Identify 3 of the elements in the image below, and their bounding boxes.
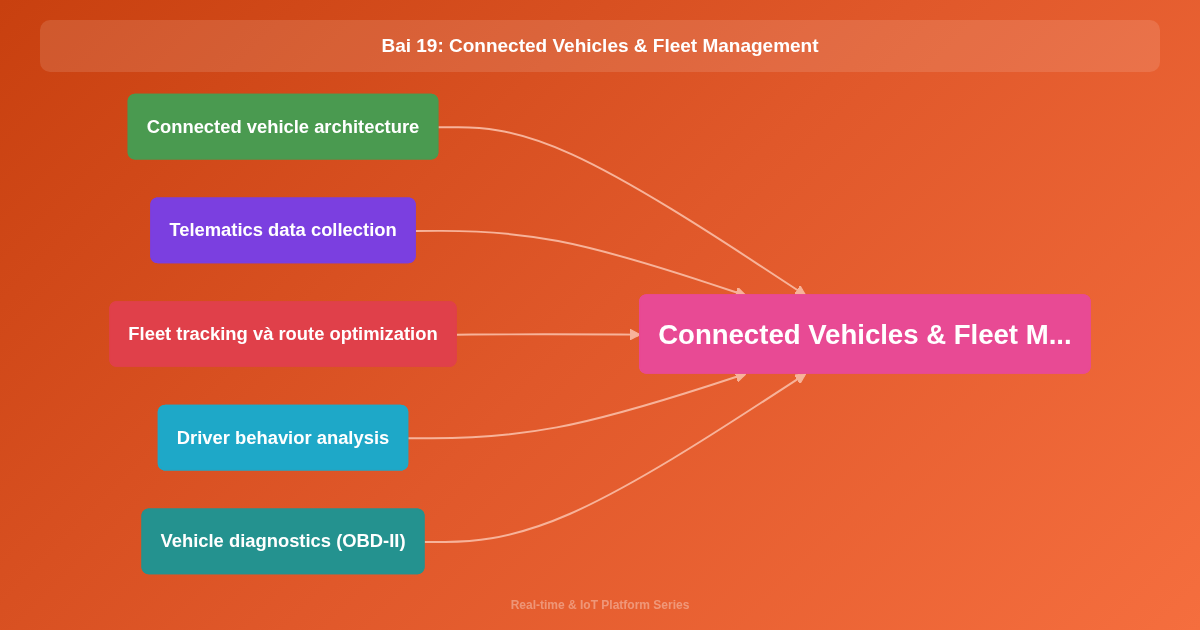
arrow — [423, 373, 807, 543]
caption: Real-time & IoT Platform Series — [509, 598, 691, 612]
title-banner: Bai 19: Connected Vehicles & Fleet Management — [40, 20, 1160, 72]
